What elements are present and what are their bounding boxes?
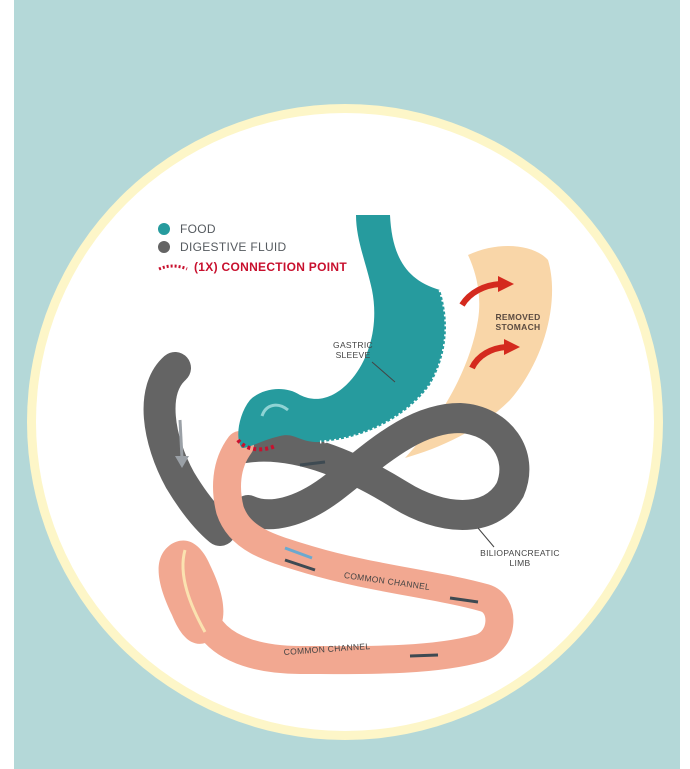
removed-stomach-label: REMOVED STOMACH bbox=[483, 312, 553, 332]
biliopancreatic-label-line1: BILIOPANCREATIC bbox=[470, 548, 570, 558]
biliopancreatic-label-line2: LIMB bbox=[470, 558, 570, 568]
removed-stomach-label-line1: REMOVED bbox=[483, 312, 553, 322]
biliopancreatic-limb-label: BILIOPANCREATIC LIMB bbox=[470, 548, 570, 568]
removed-stomach-label-line2: STOMACH bbox=[483, 322, 553, 332]
